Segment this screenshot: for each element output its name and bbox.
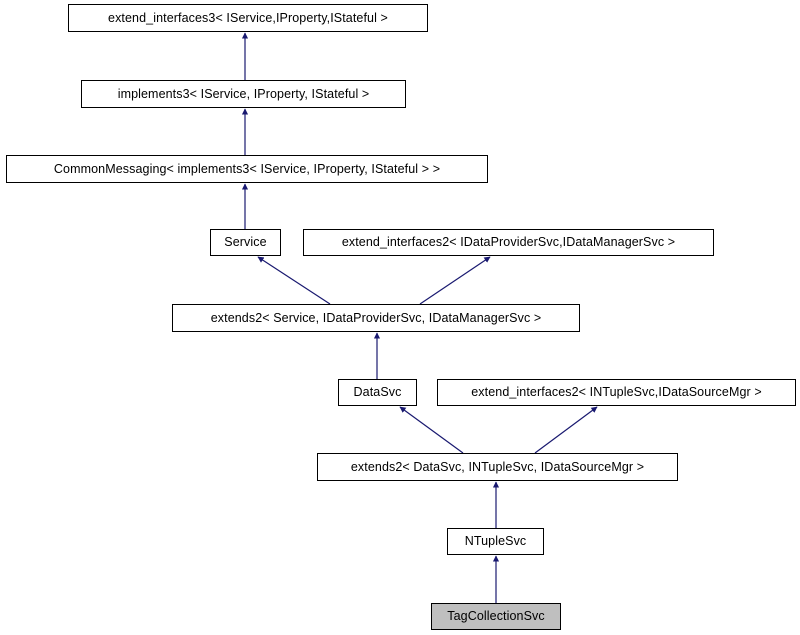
class-node-label: extends2< Service, IDataProviderSvc, IDa… — [210, 310, 542, 325]
class-node-datasvc[interactable]: DataSvc — [338, 379, 417, 406]
class-node-implements3[interactable]: implements3< IService, IProperty, IState… — [81, 80, 406, 108]
class-node-label: CommonMessaging< implements3< IService, … — [53, 161, 441, 176]
class-node-label: NTupleSvc — [464, 534, 527, 549]
inheritance-edge-extends2_service-to-service — [257, 256, 331, 305]
class-node-ntuplesvc[interactable]: NTupleSvc — [447, 528, 544, 555]
inheritance-edge-extends2_datasvc-to-extend_interfaces2_ntuple — [534, 406, 598, 454]
class-node-label: Service — [224, 235, 267, 250]
class-node-service[interactable]: Service — [210, 229, 281, 256]
class-node-extend_interfaces3[interactable]: extend_interfaces3< IService,IProperty,I… — [68, 4, 428, 32]
class-node-tagcollectionsvc[interactable]: TagCollectionSvc — [431, 603, 561, 630]
class-node-label: extends2< DataSvc, INTupleSvc, IDataSour… — [350, 459, 645, 474]
class-node-label: implements3< IService, IProperty, IState… — [117, 86, 370, 101]
class-node-label: extend_interfaces3< IService,IProperty,I… — [108, 10, 388, 25]
class-node-extends2_datasvc[interactable]: extends2< DataSvc, INTupleSvc, IDataSour… — [317, 453, 678, 481]
inheritance-edge-extends2_datasvc-to-datasvc — [399, 406, 464, 454]
class-node-extend_interfaces2_ntuple[interactable]: extend_interfaces2< INTupleSvc,IDataSour… — [437, 379, 796, 406]
class-node-extends2_service[interactable]: extends2< Service, IDataProviderSvc, IDa… — [172, 304, 580, 332]
class-node-label: extend_interfaces2< INTupleSvc,IDataSour… — [471, 385, 762, 400]
class-node-common_messaging[interactable]: CommonMessaging< implements3< IService, … — [6, 155, 488, 183]
class-node-extend_interfaces2_dataprovider[interactable]: extend_interfaces2< IDataProviderSvc,IDa… — [303, 229, 714, 256]
inheritance-edge-extends2_service-to-extend_interfaces2_dataprovider — [419, 256, 491, 305]
class-node-label: DataSvc — [353, 385, 402, 400]
class-node-label: TagCollectionSvc — [447, 609, 545, 624]
class-node-label: extend_interfaces2< IDataProviderSvc,IDa… — [341, 235, 676, 250]
